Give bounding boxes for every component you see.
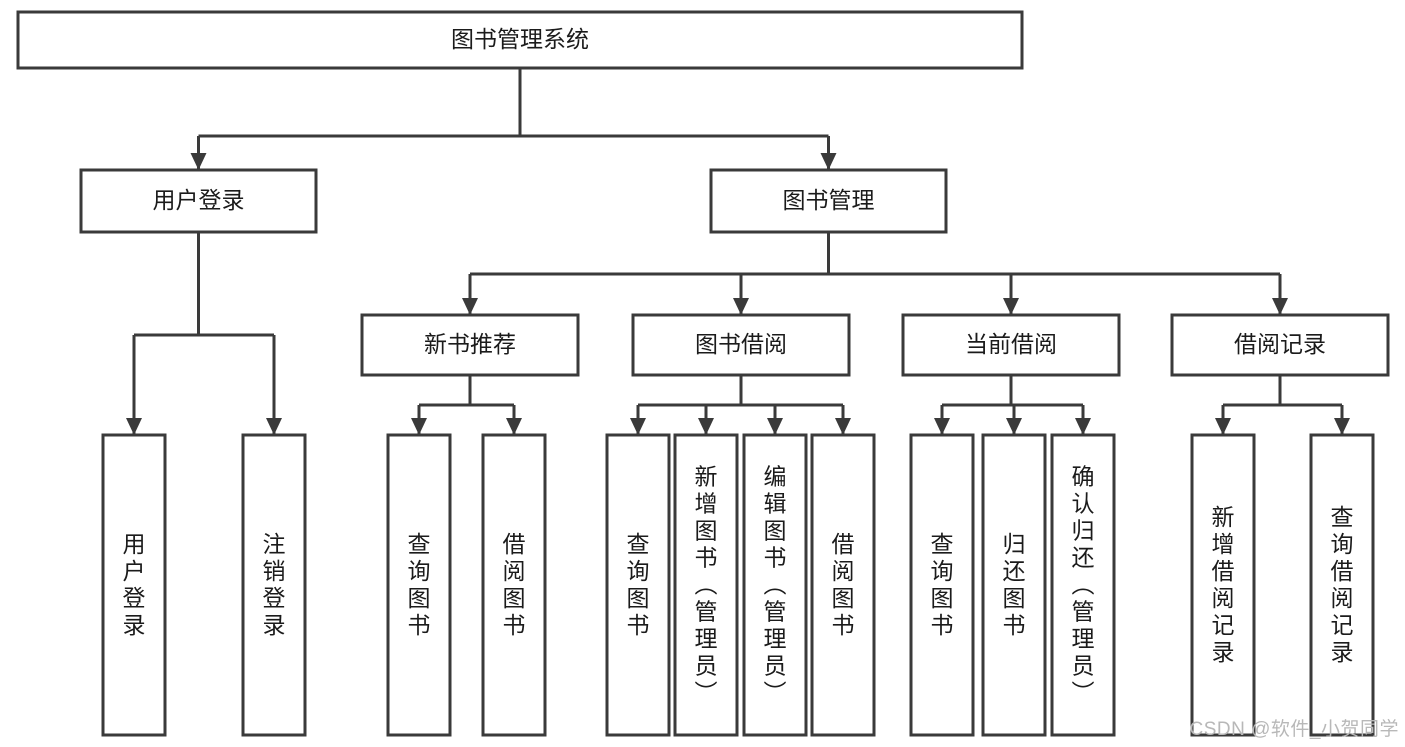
node-user-login[interactable]: 用户登录: [79, 168, 318, 234]
connector-group-new-book-rec: [411, 375, 522, 435]
node-box-leaf-borrow-edit[interactable]: [742, 433, 808, 737]
node-label-user-login: 用户登录: [153, 187, 245, 213]
node-label-leaf-borrow-book: 借阅图书: [832, 531, 855, 638]
node-leaf-cur-query[interactable]: 查询图书: [909, 433, 975, 737]
connector-group-current-borrow: [934, 375, 1091, 435]
node-leaf-rec-query[interactable]: 查询图书: [386, 433, 452, 737]
node-label-current-borrow: 当前借阅: [965, 331, 1057, 357]
node-label-leaf-rec-borrow: 借阅图书: [503, 531, 526, 638]
node-box-leaf-cur-confirm[interactable]: [1050, 433, 1116, 737]
node-label-leaf-borrow-add: 新增图书︵管理员︶: [695, 464, 718, 706]
node-box-user-login[interactable]: [79, 168, 318, 234]
node-label-leaf-logout: 注销登录: [263, 531, 286, 638]
node-box-book-manage[interactable]: [709, 168, 948, 234]
node-label-leaf-borrow-query: 查询图书: [627, 531, 650, 638]
node-box-leaf-logout[interactable]: [241, 433, 307, 737]
node-new-book-rec[interactable]: 新书推荐: [360, 313, 580, 377]
connector-group-borrow-record: [1215, 375, 1350, 435]
node-box-leaf-rec-query[interactable]: [386, 433, 452, 737]
node-leaf-rec-add[interactable]: 新增借阅记录: [1190, 433, 1256, 737]
node-box-leaf-borrow-book[interactable]: [810, 433, 876, 737]
csdn-watermark: CSDN @软件_小贺同学: [1189, 719, 1399, 740]
connector-group-root: [190, 68, 837, 170]
connector-layer: [126, 68, 1350, 435]
node-box-root[interactable]: [16, 10, 1024, 70]
node-leaf-rec-borrow[interactable]: 借阅图书: [481, 433, 547, 737]
node-leaf-user-login[interactable]: 用户登录: [101, 433, 167, 737]
node-label-book-borrow: 图书借阅: [695, 331, 787, 357]
node-label-leaf-cur-return: 归还图书: [1003, 531, 1026, 638]
connector-group-book-manage: [462, 232, 1288, 315]
node-book-borrow[interactable]: 图书借阅: [631, 313, 851, 377]
node-label-leaf-rec-add: 新增借阅记录: [1212, 504, 1235, 665]
node-leaf-borrow-add[interactable]: 新增图书︵管理员︶: [673, 433, 739, 737]
node-box-leaf-rec-borrow[interactable]: [481, 433, 547, 737]
node-current-borrow[interactable]: 当前借阅: [901, 313, 1121, 377]
node-label-leaf-borrow-edit: 编辑图书︵管理员︶: [764, 464, 787, 706]
node-leaf-logout[interactable]: 注销登录: [241, 433, 307, 737]
node-leaf-cur-return[interactable]: 归还图书: [981, 433, 1047, 737]
node-leaf-borrow-query[interactable]: 查询图书: [605, 433, 671, 737]
node-box-leaf-borrow-query[interactable]: [605, 433, 671, 737]
node-leaf-borrow-book[interactable]: 借阅图书: [810, 433, 876, 737]
node-box-leaf-rec-search[interactable]: [1309, 433, 1375, 737]
node-book-manage[interactable]: 图书管理: [709, 168, 948, 234]
node-leaf-cur-confirm[interactable]: 确认归还︵管理员︶: [1050, 433, 1116, 737]
node-box-leaf-borrow-add[interactable]: [673, 433, 739, 737]
node-label-root: 图书管理系统: [451, 26, 589, 52]
node-label-leaf-rec-query: 查询图书: [408, 531, 431, 638]
node-leaf-rec-search[interactable]: 查询借阅记录: [1309, 433, 1375, 737]
node-label-leaf-cur-query: 查询图书: [931, 531, 954, 638]
node-label-leaf-user-login: 用户登录: [123, 531, 146, 638]
node-borrow-record[interactable]: 借阅记录: [1170, 313, 1390, 377]
node-box-leaf-cur-query[interactable]: [909, 433, 975, 737]
node-box-leaf-user-login[interactable]: [101, 433, 167, 737]
node-label-new-book-rec: 新书推荐: [424, 331, 516, 357]
node-label-leaf-cur-confirm: 确认归还︵管理员︶: [1072, 464, 1095, 706]
node-label-leaf-rec-search: 查询借阅记录: [1331, 504, 1354, 665]
node-box-borrow-record[interactable]: [1170, 313, 1390, 377]
node-leaf-borrow-edit[interactable]: 编辑图书︵管理员︶: [742, 433, 808, 737]
node-box-leaf-rec-add[interactable]: [1190, 433, 1256, 737]
connector-group-book-borrow: [630, 375, 851, 435]
node-box-leaf-cur-return[interactable]: [981, 433, 1047, 737]
node-box-book-borrow[interactable]: [631, 313, 851, 377]
node-label-borrow-record: 借阅记录: [1234, 331, 1326, 357]
node-box-new-book-rec[interactable]: [360, 313, 580, 377]
node-layer: 图书管理系统用户登录图书管理新书推荐图书借阅当前借阅借阅记录用户登录注销登录查询…: [16, 10, 1390, 737]
node-root[interactable]: 图书管理系统: [16, 10, 1024, 70]
node-box-current-borrow[interactable]: [901, 313, 1121, 377]
connector-group-user-login: [126, 232, 282, 435]
node-label-book-manage: 图书管理: [783, 187, 875, 213]
